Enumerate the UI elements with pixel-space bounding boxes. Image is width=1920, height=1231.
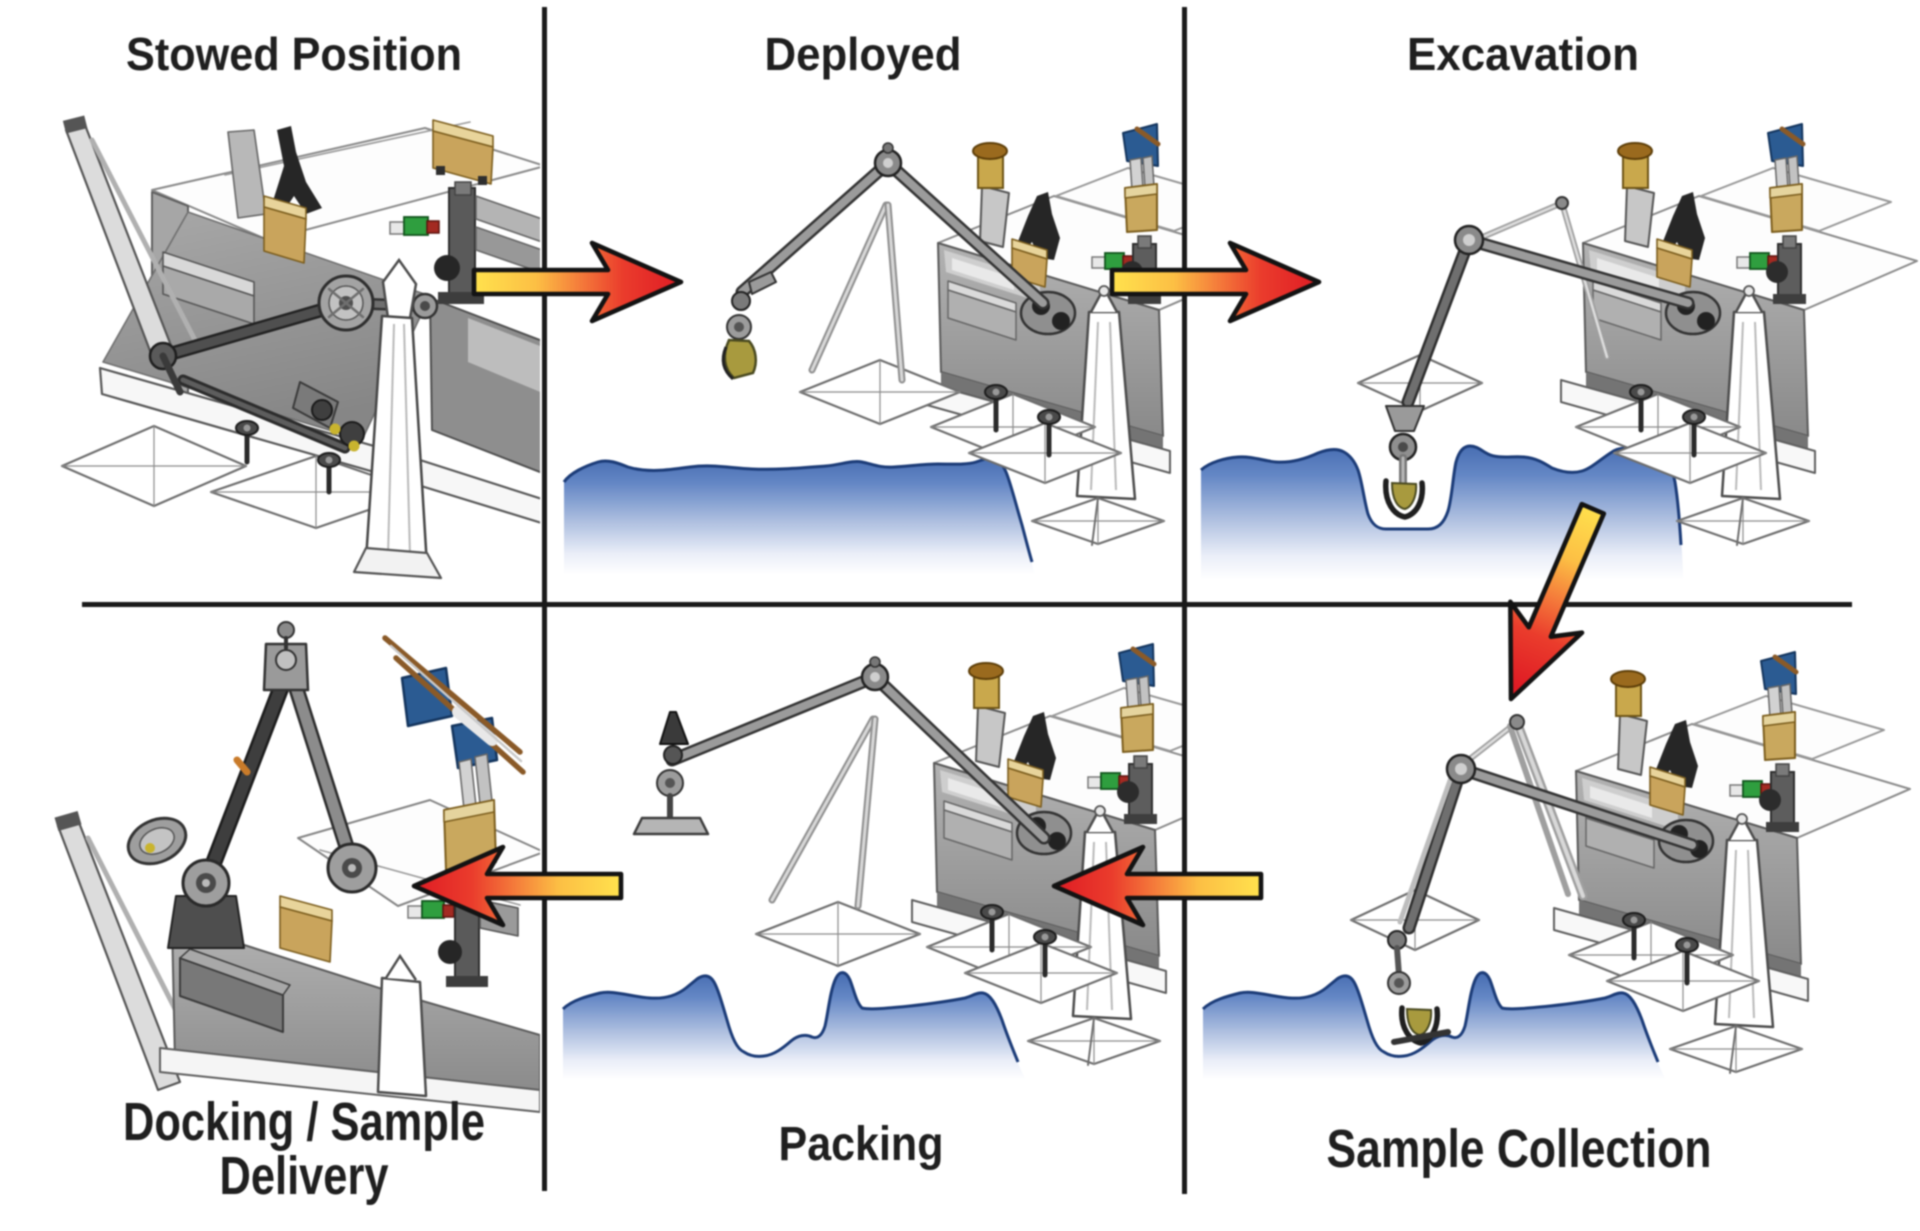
svg-text:Sample Collection: Sample Collection xyxy=(1327,1119,1712,1179)
svg-text:Delivery: Delivery xyxy=(220,1146,389,1206)
svg-text:Docking / Sample: Docking / Sample xyxy=(123,1092,485,1152)
svg-text:Packing: Packing xyxy=(779,1118,944,1171)
svg-text:Stowed Position: Stowed Position xyxy=(126,28,462,80)
svg-text:Deployed: Deployed xyxy=(765,28,962,80)
svg-text:Excavation: Excavation xyxy=(1407,28,1639,80)
